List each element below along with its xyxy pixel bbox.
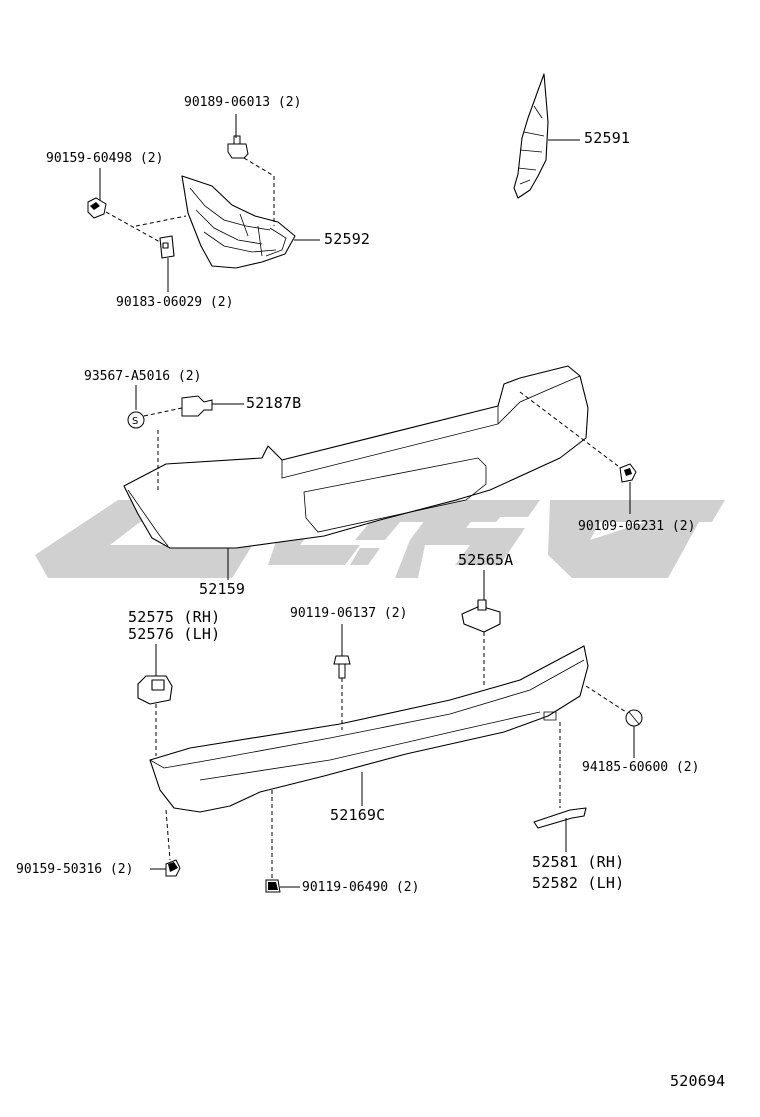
part-label: 52576 (LH) [128,625,221,643]
grommet-93567: S [127,411,145,429]
part-label: 52187B [246,394,302,412]
part-label: 90159-50316 (2) [16,862,134,877]
bracket-52575 [137,675,173,705]
part-label: 52592 [324,230,371,248]
part-label: 90109-06231 (2) [578,519,696,534]
part-label: 52582 (LH) [532,874,625,892]
bolt-90119-06490 [265,879,281,893]
bolt-90189 [227,135,249,159]
svg-text:S: S [132,416,138,427]
clip-90183 [159,235,175,259]
bumper-cover-52159 [123,365,589,549]
shield-52591 [513,73,549,199]
clip-94185 [625,709,643,727]
screw-90109 [619,463,637,483]
drawing-number: 520694 [670,1072,726,1090]
part-label: 52591 [584,129,631,147]
part-label: 90119-06490 (2) [302,880,420,895]
part-label: 90159-60498 (2) [46,151,164,166]
mudguard-52592 [181,175,296,269]
part-label: 52565A [458,551,514,569]
bolt-90119-06137 [333,655,351,679]
screw-90159-60498 [87,197,107,219]
retainer-52187b [181,395,213,417]
part-label: 90189-06013 (2) [184,95,302,110]
part-label: 90119-06137 (2) [290,606,408,621]
lower-bumper-52169c [149,645,589,813]
bolt-90159-50316 [165,859,181,877]
protector-52581 [533,807,587,829]
assembly-dashed-lines [105,157,627,878]
bracket-52565a [461,599,501,633]
part-label: 52159 [199,580,246,598]
part-label: 94185-60600 (2) [582,760,700,775]
part-label: 52169C [330,806,386,824]
part-label: 52581 (RH) [532,853,625,871]
leader-lines [99,114,635,888]
part-label: 90183-06029 (2) [116,295,234,310]
part-label: 52575 (RH) [128,608,221,626]
part-label: 93567-A5016 (2) [84,369,202,384]
